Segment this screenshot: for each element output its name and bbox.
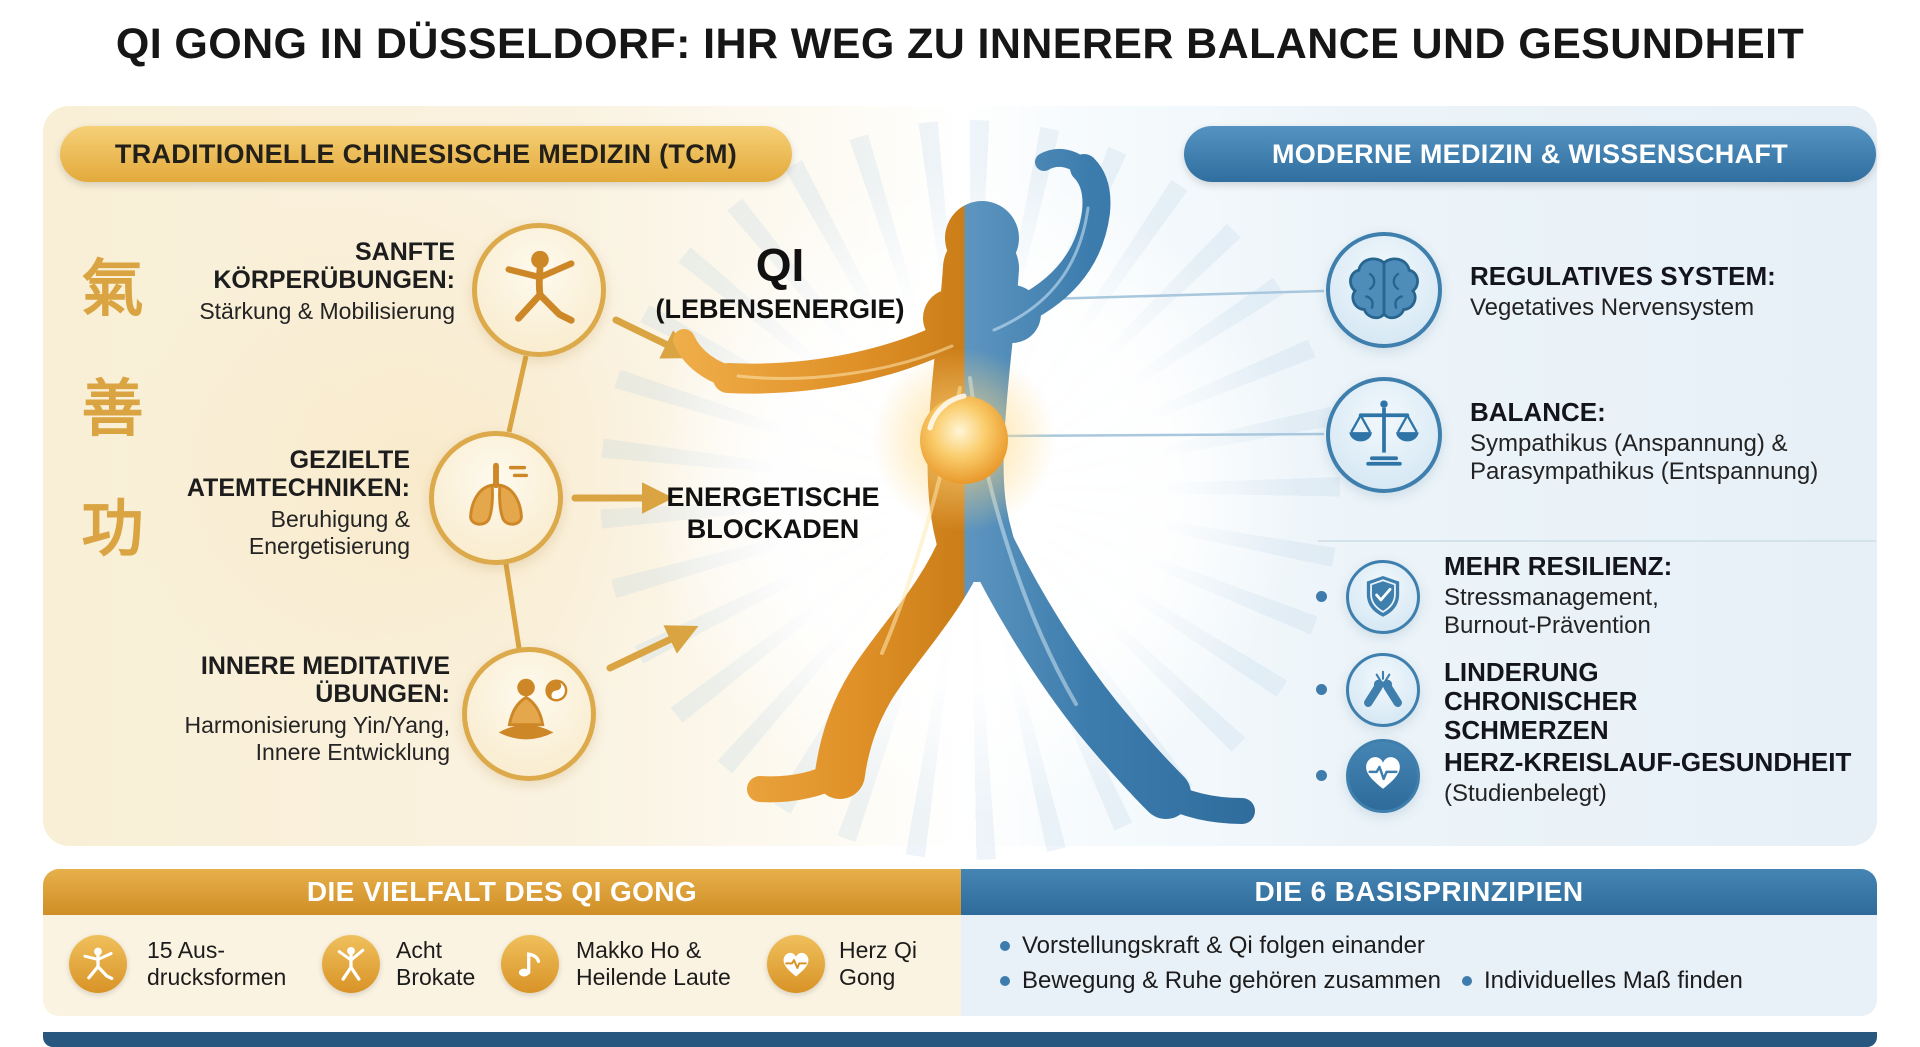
sci-item-regulation: REGULATIVES SYSTEM: Vegetatives Nervensy… bbox=[1470, 261, 1890, 322]
calligraphy-qi: 氣 bbox=[81, 255, 144, 324]
tcm-header: TRADITIONELLE CHINESISCHE MEDIZIN (TCM) bbox=[60, 126, 792, 182]
sci-item-subtitle: (Studienbelegt) bbox=[1444, 780, 1607, 808]
pose-icon bbox=[69, 935, 127, 993]
footer-bar bbox=[43, 1032, 1877, 1047]
sci-circle-joint bbox=[1346, 653, 1420, 727]
sci-circle-heart bbox=[1346, 739, 1420, 813]
principle-item: Vorstellungskraft & Qi folgen einander bbox=[1000, 932, 1460, 960]
sci-item-title: LINDERUNG CHRONISCHER SCHMERZEN bbox=[1444, 657, 1638, 746]
joint-icon bbox=[1357, 662, 1409, 719]
tcm-item-meditation: INNERE MEDITATIVE ÜBUNGEN: Harmonisierun… bbox=[150, 652, 451, 765]
heart-pulse-icon bbox=[1357, 748, 1409, 805]
tcm-circle-exercise bbox=[472, 223, 606, 357]
qi-subtitle: (LEBENSENERGIE) bbox=[655, 294, 905, 324]
principle-item: Individuelles Maß finden bbox=[1462, 967, 1842, 995]
blockades-label: ENERGETISCHE BLOCKADEN bbox=[666, 482, 880, 544]
sci-item-cardio: HERZ-KREISLAUF-GESUNDHEIT (Studienbelegt… bbox=[1444, 747, 1904, 808]
principles-banner-label: DIE 6 BASISPRINZIPIEN bbox=[1254, 876, 1584, 907]
sci-item-title: HERZ-KREISLAUF-GESUNDHEIT bbox=[1444, 747, 1852, 777]
tcm-item-subtitle: Beruhigung & Energetisierung bbox=[248, 506, 410, 559]
tcm-item-subtitle: Harmonisierung Yin/Yang, Innere Entwickl… bbox=[184, 712, 451, 765]
bullet-dot bbox=[1000, 976, 1010, 986]
modern-header: MODERNE MEDIZIN & WISSENSCHAFT bbox=[1184, 126, 1876, 182]
shield-icon bbox=[1357, 569, 1409, 626]
tcm-item-breath: GEZIELTE ATEMTECHNIKEN: Beruhigung & Ene… bbox=[120, 446, 410, 559]
variety-banner-label: DIE VIELFALT DES QI GONG bbox=[306, 876, 698, 907]
tcm-item-title: INNERE MEDITATIVE ÜBUNGEN: bbox=[200, 652, 450, 708]
principle-label: Individuelles Maß finden bbox=[1484, 967, 1743, 994]
meditation-icon bbox=[485, 668, 573, 761]
principle-label: Bewegung & Ruhe gehören zusammen bbox=[1022, 967, 1441, 994]
variety-item-label: Acht Brokate bbox=[396, 937, 476, 990]
principle-item: Bewegung & Ruhe gehören zusammen bbox=[1000, 967, 1460, 995]
music-note-icon bbox=[501, 935, 559, 993]
sci-item-pain: LINDERUNG CHRONISCHER SCHMERZEN bbox=[1444, 657, 1784, 746]
modern-header-label: MODERNE MEDIZIN & WISSENSCHAFT bbox=[1271, 138, 1788, 169]
tcm-header-label: TRADITIONELLE CHINESISCHE MEDIZIN (TCM) bbox=[114, 138, 738, 169]
qigong-pose-icon bbox=[495, 244, 583, 337]
lungs-icon bbox=[452, 452, 540, 545]
calligraphy-shan: 善 bbox=[81, 375, 144, 444]
qi-label: QI (LEBENSENERGIE) bbox=[640, 238, 920, 325]
sci-item-subtitle: Vegetatives Nervensystem bbox=[1470, 294, 1755, 322]
variety-item-label: Herz Qi Gong bbox=[839, 937, 917, 990]
bullet-dot bbox=[1000, 941, 1010, 951]
page-title: QI GONG IN DÜSSELDORF: IHR WEG ZU INNERE… bbox=[115, 20, 1805, 68]
sci-circle-scales bbox=[1326, 377, 1442, 493]
figure-icon bbox=[322, 935, 380, 993]
sci-item-title: REGULATIVES SYSTEM: bbox=[1470, 261, 1776, 291]
scales-icon bbox=[1342, 391, 1426, 480]
list-bullet bbox=[1316, 591, 1327, 602]
qi-title: QI bbox=[755, 239, 805, 291]
sci-item-title: BALANCE: bbox=[1470, 397, 1606, 427]
sci-item-balance: BALANCE: Sympathikus (Anspannung) & Para… bbox=[1470, 397, 1870, 487]
bullet-dot bbox=[1462, 976, 1472, 986]
tcm-circle-meditation bbox=[462, 647, 596, 781]
calligraphy-gong: 功 bbox=[81, 495, 144, 564]
sci-item-title: MEHR RESILIENZ: bbox=[1444, 551, 1673, 581]
principle-label: Vorstellungskraft & Qi folgen einander bbox=[1022, 932, 1425, 959]
yin-yang-icon bbox=[545, 678, 568, 701]
tcm-circle-breath bbox=[429, 431, 563, 565]
sci-circle-brain bbox=[1326, 232, 1442, 348]
principles-section bbox=[961, 915, 1877, 1016]
principles-banner: DIE 6 BASISPRINZIPIEN bbox=[961, 869, 1877, 915]
sci-item-resilience: MEHR RESILIENZ: Stressmanagement, Burnou… bbox=[1444, 551, 1744, 641]
tcm-item-exercise: SANFTE KÖRPERÜBUNGEN: Stärkung & Mobilis… bbox=[165, 238, 455, 325]
sci-item-subtitle: Sympathikus (Anspannung) & Parasympathik… bbox=[1470, 430, 1819, 486]
list-bullet bbox=[1316, 684, 1327, 695]
heart-icon bbox=[767, 935, 825, 993]
variety-banner: DIE VIELFALT DES QI GONG bbox=[43, 869, 961, 915]
list-bullet bbox=[1316, 770, 1327, 781]
sci-item-subtitle: Stressmanagement, Burnout-Prävention bbox=[1444, 584, 1659, 640]
variety-item-label: 15 Aus-drucksformen bbox=[147, 937, 287, 990]
brain-icon bbox=[1342, 246, 1426, 335]
sci-circle-shield bbox=[1346, 560, 1420, 634]
tcm-item-title: GEZIELTE ATEMTECHNIKEN: bbox=[186, 446, 410, 502]
tcm-item-subtitle: Stärkung & Mobilisierung bbox=[199, 298, 455, 324]
right-panel-divider bbox=[1318, 540, 1876, 542]
tcm-item-title: SANFTE KÖRPERÜBUNGEN: bbox=[213, 238, 455, 294]
variety-item-label: Makko Ho & Heilende Laute bbox=[576, 937, 731, 990]
